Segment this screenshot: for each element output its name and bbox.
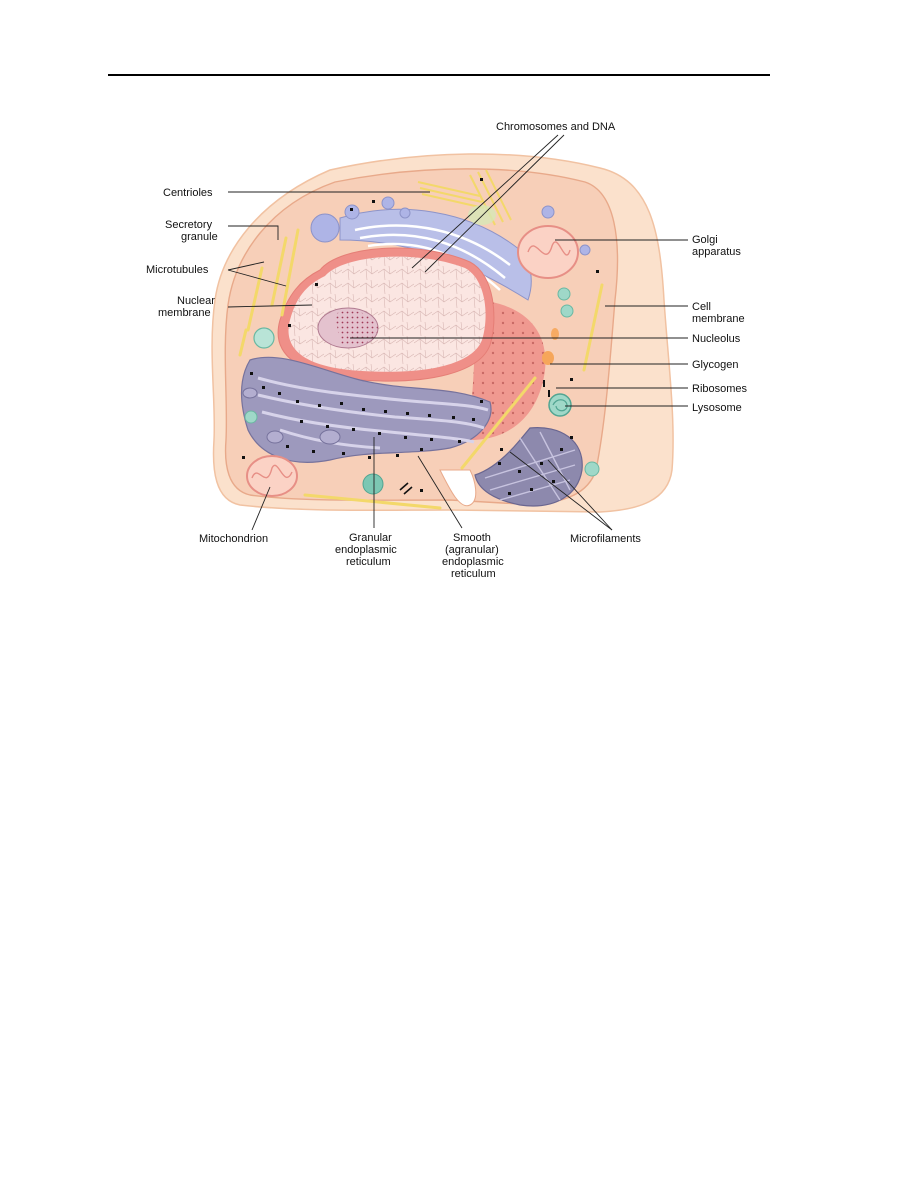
mitochondrion-lower xyxy=(246,455,298,497)
label-golgi-2: apparatus xyxy=(692,246,741,258)
nucleolus-dots xyxy=(335,310,378,346)
label-chromosomes: Chromosomes and DNA xyxy=(496,121,616,133)
label-nucleolus: Nucleolus xyxy=(692,333,741,345)
label-microtubules: Microtubules xyxy=(146,264,209,276)
label-nuclear-1: Nuclear xyxy=(177,295,215,307)
granular-er xyxy=(240,356,492,463)
label-granular-2: endoplasmic xyxy=(335,544,397,556)
label-granular-3: reticulum xyxy=(346,556,391,568)
label-lysosome: Lysosome xyxy=(692,402,742,414)
labels: Chromosomes and DNA Centrioles Secretory… xyxy=(146,121,748,580)
label-cellmem-2: membrane xyxy=(692,313,745,325)
ribosomes xyxy=(242,178,599,495)
microtubules xyxy=(238,228,604,510)
label-secretory-2: granule xyxy=(181,231,218,243)
label-centrioles: Centrioles xyxy=(163,187,213,199)
label-glycogen: Glycogen xyxy=(692,359,738,371)
label-cellmem-1: Cell xyxy=(692,301,711,313)
cell-notch xyxy=(439,469,477,507)
glycogen-granule xyxy=(542,351,554,365)
label-smooth-4: reticulum xyxy=(451,568,496,580)
leader-lines xyxy=(227,134,688,531)
label-golgi-1: Golgi xyxy=(692,234,718,246)
label-nuclear-2: membrane xyxy=(158,307,211,319)
vesicles xyxy=(244,287,600,495)
label-smooth-3: endoplasmic xyxy=(442,556,504,568)
label-smooth-1: Smooth xyxy=(453,532,491,544)
label-smooth-2: (agranular) xyxy=(445,544,499,556)
label-granular-1: Granular xyxy=(349,532,392,544)
label-ribosomes: Ribosomes xyxy=(692,383,748,395)
header-rule xyxy=(108,74,770,76)
nucleus xyxy=(277,247,495,382)
cell-diagram: Chromosomes and DNA Centrioles Secretory… xyxy=(146,121,748,580)
label-secretory-1: Secretory xyxy=(165,219,213,231)
mitochondrion-upper xyxy=(517,225,579,279)
label-mitochondrion: Mitochondrion xyxy=(199,533,268,545)
label-microfilaments: Microfilaments xyxy=(570,533,641,545)
